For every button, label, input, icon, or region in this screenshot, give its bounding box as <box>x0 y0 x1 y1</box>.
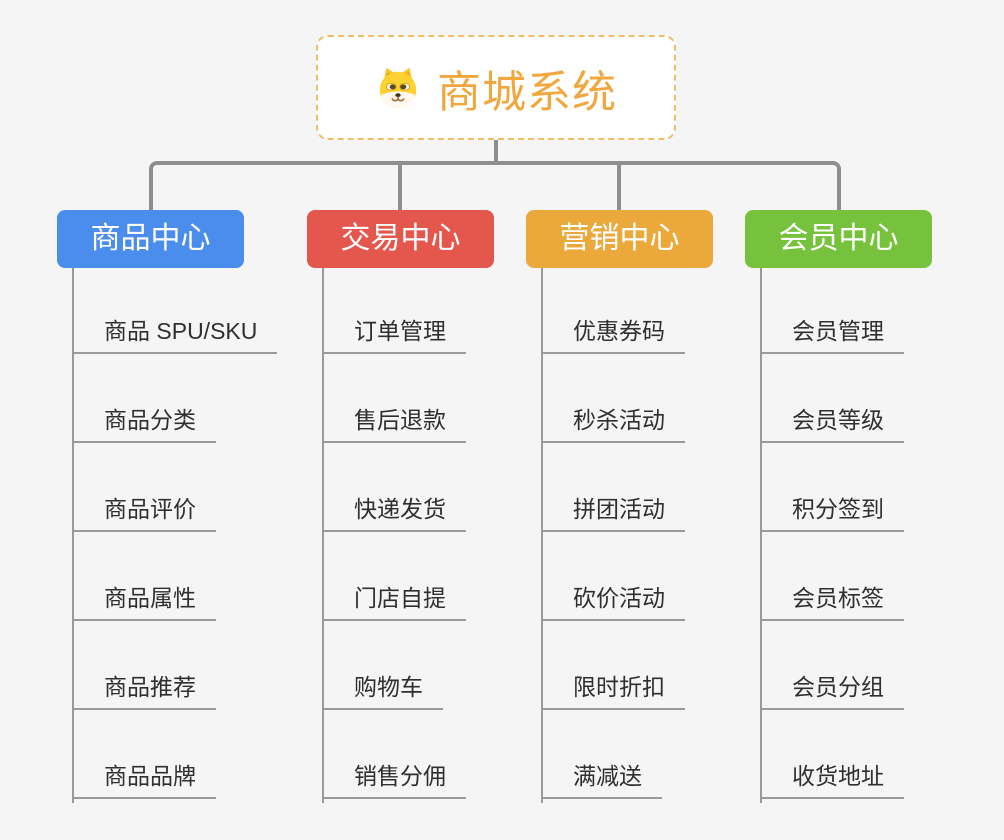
leaf-node[interactable]: 商品评价 <box>74 493 216 532</box>
leaf-node[interactable]: 会员等级 <box>762 404 904 443</box>
branch-node-product-center[interactable]: 商品中心 <box>57 210 244 268</box>
leaf-node[interactable]: 订单管理 <box>324 315 466 354</box>
leaf-node[interactable]: 秒杀活动 <box>543 404 685 443</box>
branch-column-member: 会员管理 会员等级 积分签到 会员标签 会员分组 收货地址 <box>760 268 904 803</box>
leaf-node[interactable]: 积分签到 <box>762 493 904 532</box>
leaf-node[interactable]: 砍价活动 <box>543 582 685 621</box>
root-connector-line <box>494 139 498 165</box>
root-node[interactable]: 商城系统 <box>316 35 676 140</box>
leaf-node[interactable]: 优惠券码 <box>543 315 685 354</box>
branch-column-product: 商品 SPU/SKU 商品分类 商品评价 商品属性 商品推荐 商品品牌 <box>72 268 278 803</box>
leaf-node[interactable]: 商品推荐 <box>74 671 216 710</box>
leaf-node[interactable]: 拼团活动 <box>543 493 685 532</box>
leaf-node[interactable]: 商品 SPU/SKU <box>74 315 278 354</box>
leaf-node[interactable]: 门店自提 <box>324 582 466 621</box>
leaf-node[interactable]: 销售分佣 <box>324 760 466 799</box>
leaf-node[interactable]: 会员分组 <box>762 671 904 710</box>
branch-node-marketing-center[interactable]: 营销中心 <box>526 210 713 268</box>
leaf-node[interactable]: 限时折扣 <box>543 671 685 710</box>
branch-column-trade: 订单管理 售后退款 快递发货 门店自提 购物车 销售分佣 <box>322 268 466 803</box>
connector-drop-3 <box>617 161 621 211</box>
leaf-node[interactable]: 会员标签 <box>762 582 904 621</box>
leaf-node[interactable]: 商品分类 <box>74 404 216 443</box>
root-title: 商城系统 <box>437 67 617 117</box>
leaf-node[interactable]: 满减送 <box>543 760 662 799</box>
leaf-node[interactable]: 快递发货 <box>324 493 466 532</box>
leaf-node[interactable]: 购物车 <box>324 671 443 710</box>
branch-column-marketing: 优惠券码 秒杀活动 拼团活动 砍价活动 限时折扣 满减送 <box>541 268 685 803</box>
connector-drop-2 <box>398 161 402 211</box>
branch-node-trade-center[interactable]: 交易中心 <box>307 210 494 268</box>
connector-right <box>494 161 841 211</box>
leaf-node[interactable]: 会员管理 <box>762 315 904 354</box>
leaf-node[interactable]: 商品品牌 <box>74 760 216 799</box>
leaf-node[interactable]: 售后退款 <box>324 404 466 443</box>
branch-node-member-center[interactable]: 会员中心 <box>745 210 932 268</box>
leaf-node[interactable]: 收货地址 <box>762 760 904 799</box>
connector-left <box>149 161 494 211</box>
dog-face-icon <box>375 65 421 111</box>
leaf-node[interactable]: 商品属性 <box>74 582 216 621</box>
